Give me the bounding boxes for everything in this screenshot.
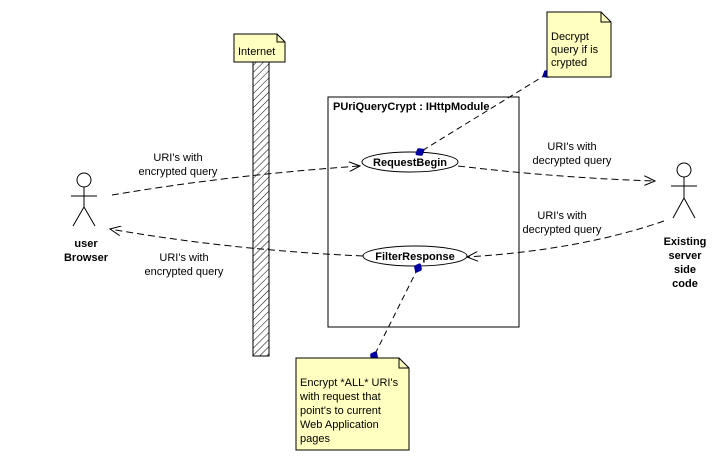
note-encrypt-line5: pages <box>300 433 330 445</box>
note-link-decrypt <box>420 74 547 152</box>
note-link-encrypt <box>374 268 418 356</box>
flow-filter-to-browser: URI's with encrypted query <box>110 229 364 278</box>
actor-server-line3: side <box>674 264 696 276</box>
flow-label-line2: encrypted query <box>139 166 218 178</box>
flow-label-line1: URI's with <box>537 210 586 222</box>
note-encrypt-line1: Encrypt *ALL* URI's <box>300 377 399 389</box>
actor-server-line1: Existing <box>664 236 707 248</box>
internet-hatch-bar <box>252 61 270 357</box>
flow-request-to-server: URI's with decrypted query <box>457 141 655 181</box>
note-decrypt-line2: query if is <box>551 44 599 56</box>
flow-label-line2: decrypted query <box>533 155 612 167</box>
actor-browser-line2: Browser <box>64 252 109 264</box>
actor-server-line4: code <box>672 278 698 290</box>
actor-server-line2: server <box>668 250 702 262</box>
note-encrypt-line2: with request that <box>299 391 381 403</box>
note-encrypt-line4: Web Application <box>300 419 379 431</box>
actor-browser-line1: user <box>74 238 98 250</box>
stick-figure-icon <box>71 172 97 227</box>
internet-note: Internet <box>233 33 286 63</box>
module-title: PUriQueryCrypt : IHttpModule <box>333 101 489 113</box>
filter-response-label: FilterResponse <box>375 251 454 263</box>
flow-browser-to-request: URI's with encrypted query <box>111 152 360 196</box>
flow-label-line2: encrypted query <box>145 266 224 278</box>
flow-label-line1: URI's with <box>153 152 202 164</box>
flow-server-to-filter: URI's with decrypted query <box>467 210 665 257</box>
note-encrypt-line3: point's to current <box>300 405 381 417</box>
use-case-filter-response[interactable]: FilterResponse <box>362 245 468 267</box>
internet-boundary: Internet <box>233 33 286 357</box>
internet-label: Internet <box>238 46 275 58</box>
note-decrypt[interactable]: Decrypt query if is crypted <box>546 11 612 78</box>
flow-label-line2: decrypted query <box>523 224 602 236</box>
note-encrypt[interactable]: Encrypt *ALL* URI's with request that po… <box>295 357 410 451</box>
actor-user-browser[interactable]: user Browser <box>64 172 109 264</box>
module-boundary: PUriQueryCrypt : IHttpModule <box>327 96 520 328</box>
actor-server-code[interactable]: Existing server side code <box>664 162 707 290</box>
flow-label-line1: URI's with <box>159 252 208 264</box>
stick-figure-icon <box>671 162 697 219</box>
use-case-request-begin[interactable]: RequestBegin <box>361 151 459 173</box>
request-begin-label: RequestBegin <box>373 157 447 169</box>
note-decrypt-line3: crypted <box>551 57 587 69</box>
note-decrypt-line1: Decrypt <box>551 31 589 43</box>
flow-label-line1: URI's with <box>547 141 596 153</box>
